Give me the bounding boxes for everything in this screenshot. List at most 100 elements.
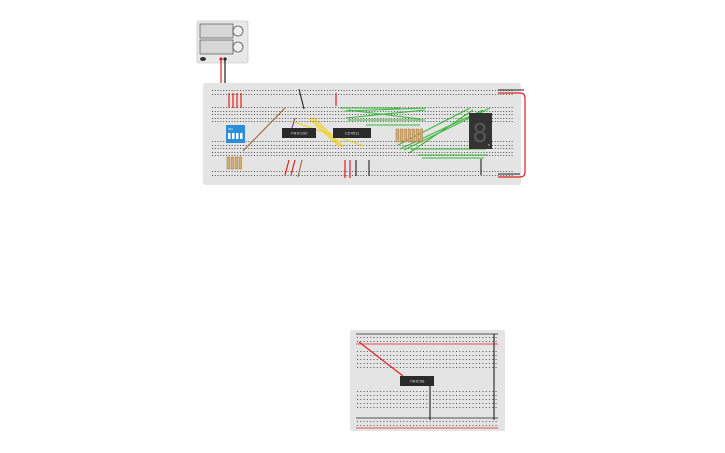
hole [402,94,404,95]
hole [332,90,334,91]
hole [312,145,314,146]
hole [373,355,375,356]
hole [475,395,477,396]
hole [363,121,365,122]
hole [363,407,365,408]
hole [354,141,356,142]
hole [399,145,401,146]
hole [340,171,342,172]
hole [419,152,421,153]
hole [391,114,393,115]
hole [436,94,437,95]
hole [284,94,286,95]
chip-1[interactable]: 74HC192 [282,128,316,138]
hole [363,367,365,368]
hole [382,155,384,156]
hole [234,152,236,153]
hole [279,107,281,108]
hole [346,148,348,149]
hole [452,118,454,119]
hole [318,152,320,153]
hole [492,337,494,338]
hole [256,148,258,149]
hole [405,152,407,153]
hole [449,395,451,396]
resistor-array-right[interactable] [395,128,423,143]
hole [489,337,490,338]
hole [214,107,216,108]
hole [402,155,404,156]
hole [410,118,412,119]
hole [469,94,471,95]
hole [265,171,267,172]
hole [276,171,278,172]
hole [436,114,437,115]
hole [432,399,434,400]
hole [301,114,303,115]
hole [489,90,491,91]
hole [396,94,398,95]
hole [383,407,385,408]
hole [494,111,496,112]
hole [298,111,300,112]
hole [402,171,404,172]
hole [489,395,490,396]
hole [406,403,408,404]
hole [386,355,388,356]
hole [399,395,401,396]
hole [382,145,384,146]
hole [273,90,275,91]
hole [506,175,507,176]
hole [265,121,267,122]
current-knob[interactable] [232,41,244,53]
hole [354,94,356,95]
hole [465,341,467,342]
power-switch[interactable] [200,57,206,61]
hole [494,155,496,156]
hole [324,90,325,91]
dip-switch[interactable]: ON [226,125,245,143]
hole [444,107,446,108]
seven-segment-display[interactable]: 8 [469,113,492,149]
hole [370,403,372,404]
hole [380,155,381,156]
hole [376,407,378,408]
hole [436,421,438,422]
hole [452,351,454,352]
hole [279,145,281,146]
hole [419,94,421,95]
hole [423,425,424,426]
chip-3[interactable]: 74HC08 [400,376,434,386]
voltage-knob[interactable] [232,25,244,37]
hole [298,155,300,156]
hole [452,359,454,360]
hole [416,391,418,392]
hole [366,399,368,400]
hole [276,175,278,176]
hole [212,152,213,153]
hole [391,175,393,176]
hole [452,107,454,108]
hole [228,155,230,156]
hole [380,90,381,91]
hole [430,114,432,115]
hole [446,407,448,408]
hole [495,395,497,396]
hole [240,90,241,91]
hole [343,90,345,91]
hole [429,337,431,338]
hole [390,421,391,422]
hole [500,107,502,108]
hole [371,94,373,95]
hole [383,363,385,364]
resistor-array-left[interactable] [226,156,242,170]
hole [459,355,461,356]
hole [346,114,348,115]
hole [449,407,451,408]
chip-2[interactable]: CD4511 [333,128,371,138]
hole [226,148,227,149]
hole [284,148,286,149]
power-supply[interactable] [196,20,249,64]
hole [479,407,481,408]
